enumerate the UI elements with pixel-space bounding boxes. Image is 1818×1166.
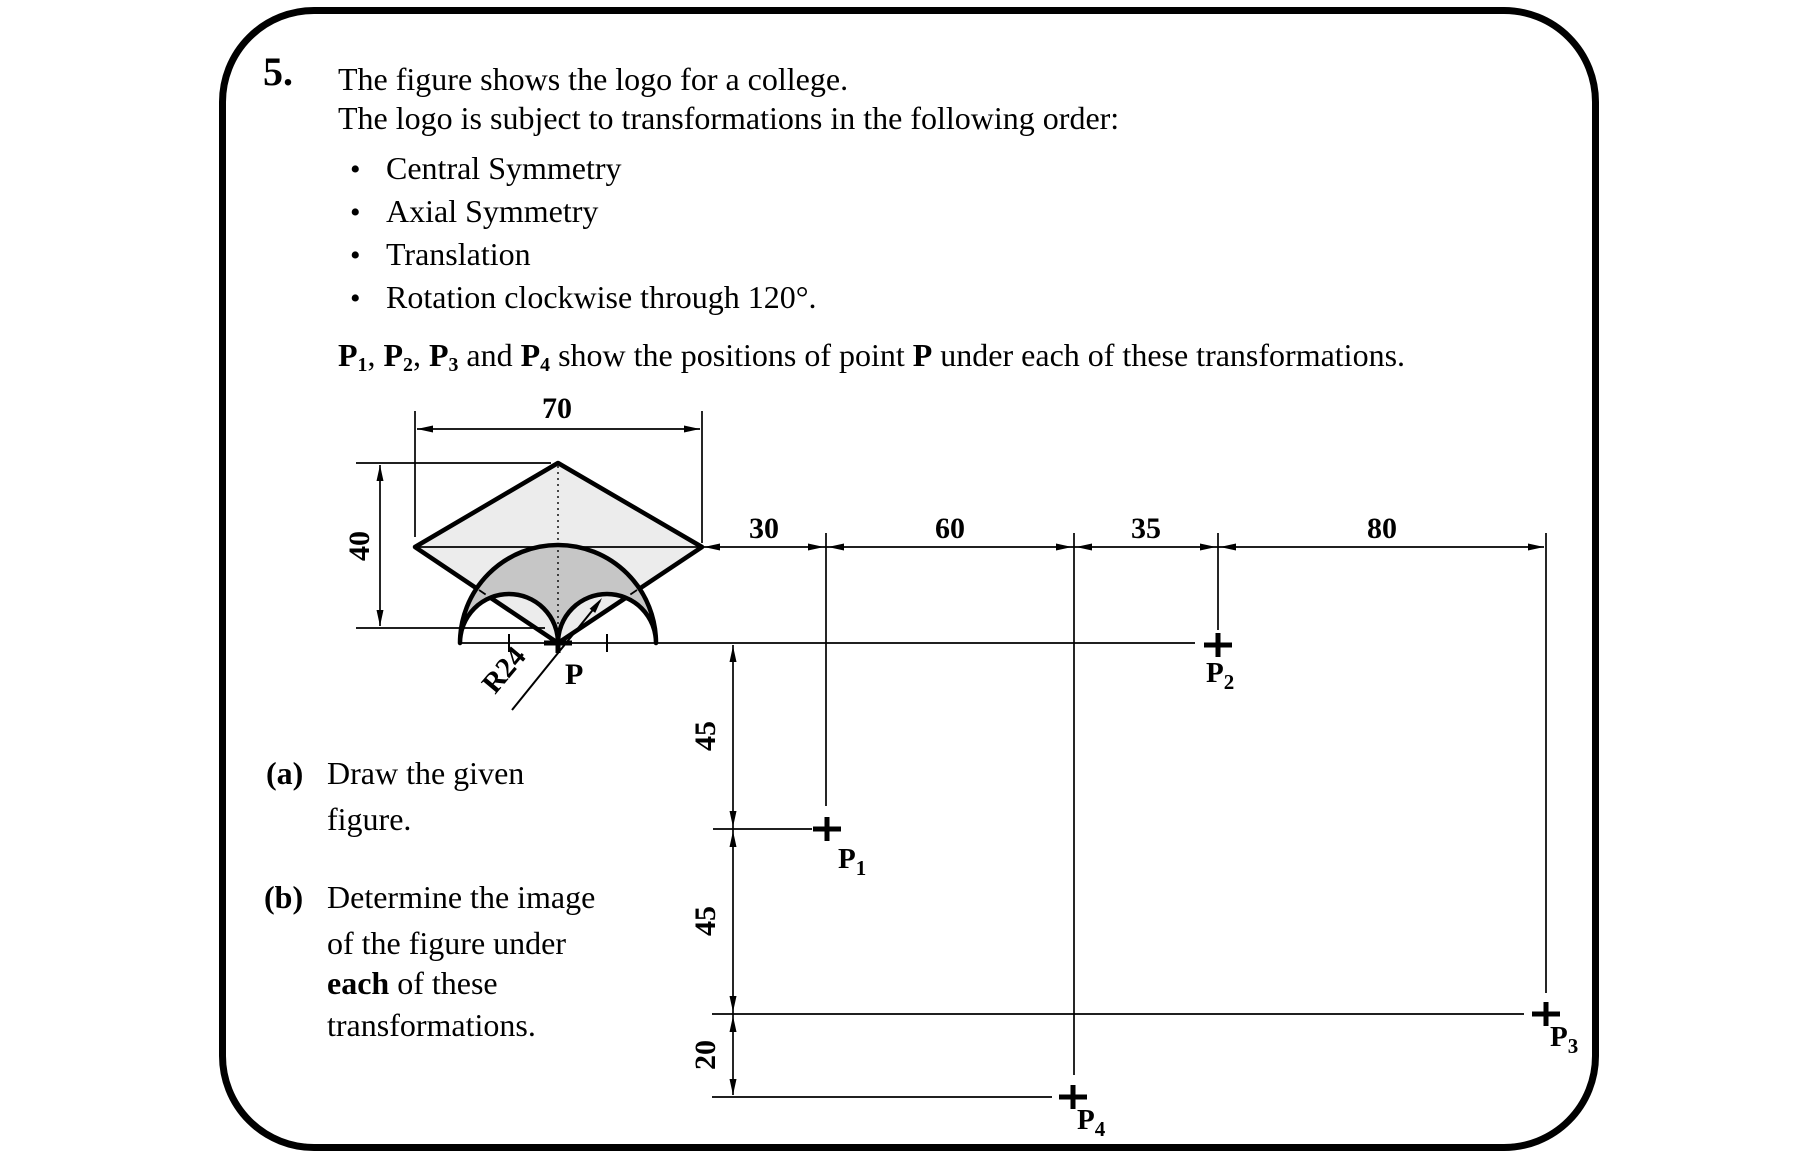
- logo-figure: P R24: [412, 460, 1195, 711]
- list-item-label: Central Symmetry: [386, 150, 622, 186]
- arrow-icon: [729, 831, 737, 847]
- arrow-icon: [1056, 543, 1072, 551]
- v-seg-label-20: 20: [689, 1040, 722, 1070]
- point-ref: P: [520, 337, 541, 373]
- intro-line-2: The logo is subject to transformations i…: [338, 100, 1120, 136]
- point-p3-label: P3: [1550, 1021, 1578, 1058]
- point-ref: P: [338, 337, 358, 373]
- emphasis-word: each: [327, 965, 390, 1001]
- part-b-line-2: of the figure under: [327, 925, 567, 961]
- intro-line-1: The figure shows the logo for a college.: [338, 61, 849, 97]
- point-ref: P: [383, 337, 404, 373]
- arrow-icon: [376, 610, 384, 626]
- hidden-edge-right: [563, 589, 638, 640]
- radius-label: R24: [476, 641, 533, 700]
- points-sentence: P1, P2, P3 and P4 show the positions of …: [338, 337, 1406, 376]
- arrow-icon: [704, 543, 720, 551]
- part-a-label: (a): [266, 755, 304, 791]
- part-b-label: (b): [264, 879, 304, 915]
- arrow-icon: [729, 996, 737, 1012]
- arrow-icon: [729, 1016, 737, 1032]
- point-ref: P: [912, 337, 933, 373]
- list-item: • Central Symmetry: [350, 150, 817, 193]
- arrow-icon: [729, 646, 737, 662]
- point-p-label: P: [565, 658, 583, 691]
- radius-leader-line: [511, 600, 601, 711]
- arrow-icon: [1528, 543, 1544, 551]
- radius-arrow-icon: [589, 598, 602, 613]
- point-p2-label: P2: [1206, 657, 1234, 694]
- arrow-icon: [828, 543, 844, 551]
- dim-height-label: 40: [343, 531, 376, 561]
- page-border: [219, 7, 1599, 1151]
- bullet-icon: •: [350, 153, 361, 186]
- h-dimension-chain: 30 60 35 80: [704, 512, 1547, 1075]
- arrow-icon: [1220, 543, 1236, 551]
- v-seg-label-45a: 45: [689, 721, 722, 751]
- transformations-list: • Central Symmetry • Axial Symmetry • Tr…: [350, 150, 817, 322]
- bullet-icon: •: [350, 282, 361, 315]
- point-markers: P1 P2 P3 P4: [813, 633, 1578, 1141]
- arrow-icon: [729, 1079, 737, 1095]
- point-ref-sub: 4: [540, 353, 551, 376]
- arrow-icon: [1200, 543, 1216, 551]
- point-p4-label: P4: [1077, 1104, 1106, 1141]
- arrow-icon: [808, 543, 824, 551]
- point-ref: P: [428, 337, 449, 373]
- part-b-line-3: each of these: [327, 965, 498, 1001]
- hidden-edge-left: [478, 589, 553, 640]
- list-item: • Translation: [350, 236, 817, 279]
- point-ref-sub: 3: [448, 353, 459, 376]
- question-number: 5.: [263, 49, 293, 94]
- list-item-label: Translation: [386, 236, 531, 272]
- part-a-line-2: figure.: [327, 801, 412, 837]
- list-item-label: Axial Symmetry: [386, 193, 599, 229]
- list-item: • Rotation clockwise through 120°.: [350, 279, 817, 322]
- dim-height-40: 40: [343, 462, 551, 629]
- arrow-icon: [684, 425, 700, 433]
- dim-width-label: 70: [542, 392, 572, 425]
- part-b-line-1: Determine the image: [327, 879, 596, 915]
- bullet-icon: •: [350, 239, 361, 272]
- arrow-icon: [1076, 543, 1092, 551]
- arrow-icon: [729, 811, 737, 827]
- v-seg-label-45b: 45: [689, 906, 722, 936]
- h-seg-label-30: 30: [749, 512, 779, 545]
- point-ref-sub: 1: [357, 353, 368, 376]
- part-b-line-4: transformations.: [327, 1007, 536, 1043]
- h-seg-label-80: 80: [1367, 512, 1397, 545]
- point-p1-label: P1: [838, 843, 866, 880]
- arrow-icon: [417, 425, 433, 433]
- list-item-label: Rotation clockwise through 120°.: [386, 279, 817, 315]
- part-a-line-1: Draw the given: [327, 755, 525, 791]
- list-item: • Axial Symmetry: [350, 193, 817, 236]
- arrow-icon: [376, 465, 384, 481]
- h-seg-label-60: 60: [935, 512, 965, 545]
- dim-width-70: 70: [414, 392, 703, 543]
- h-seg-label-35: 35: [1131, 512, 1161, 545]
- v-dimension-chain: 45 45 20: [689, 645, 1524, 1098]
- bullet-icon: •: [350, 196, 361, 229]
- point-ref-sub: 2: [403, 353, 413, 376]
